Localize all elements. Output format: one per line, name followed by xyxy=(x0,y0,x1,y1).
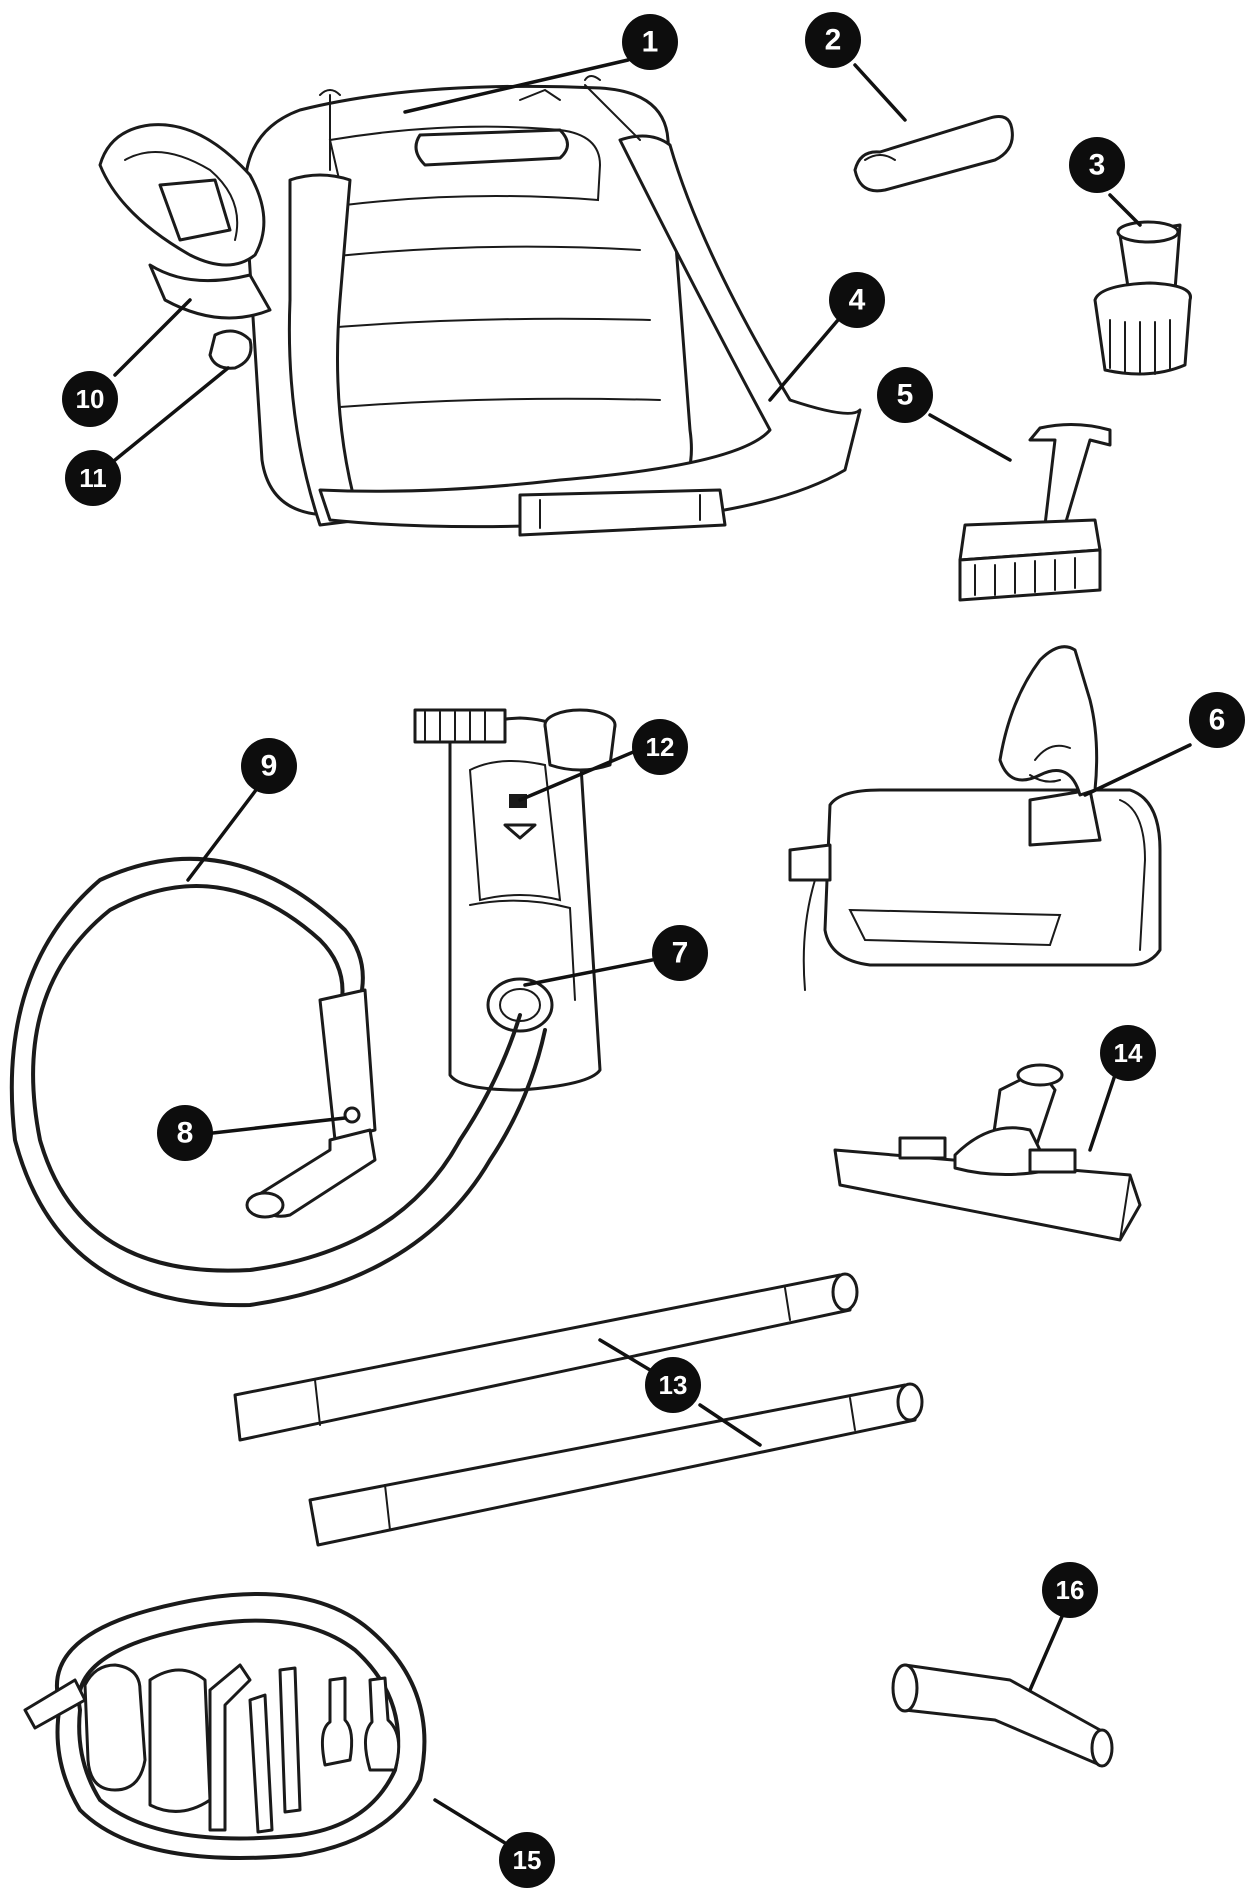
upholstery-tool xyxy=(958,422,1112,602)
callout-6: 6 xyxy=(1189,692,1245,748)
callout-9: 9 xyxy=(241,738,297,794)
svg-text:8: 8 xyxy=(177,1117,194,1150)
callout-13: 13 xyxy=(645,1357,701,1413)
svg-text:3: 3 xyxy=(1089,149,1106,182)
canister-hose-inlet xyxy=(98,123,272,370)
callout-15: 15 xyxy=(499,1832,555,1888)
callout-10: 10 xyxy=(62,371,118,427)
callout-4: 4 xyxy=(829,272,885,328)
callout-14: 14 xyxy=(1100,1025,1156,1081)
leader-line-5 xyxy=(928,413,1012,462)
callout-11: 11 xyxy=(65,450,121,506)
accessory-kit xyxy=(23,1592,427,1860)
leader-lines xyxy=(113,58,1192,1848)
callout-7: 7 xyxy=(652,925,708,981)
callout-5: 5 xyxy=(877,367,933,423)
leader-line-7 xyxy=(523,958,654,987)
floor-nozzle xyxy=(833,1063,1142,1242)
leader-line-14 xyxy=(1088,1073,1117,1152)
callout-2: 2 xyxy=(805,12,861,68)
canister-side-view xyxy=(788,645,1162,991)
svg-text:14: 14 xyxy=(1114,1038,1143,1068)
leader-line-8 xyxy=(193,1116,347,1137)
vacuum-canister xyxy=(243,84,693,517)
svg-text:10: 10 xyxy=(76,384,105,414)
svg-text:6: 6 xyxy=(1209,704,1226,737)
svg-text:15: 15 xyxy=(513,1845,542,1875)
leader-line-16 xyxy=(1028,1610,1066,1692)
callout-16: 16 xyxy=(1042,1562,1098,1618)
leader-line-15 xyxy=(433,1798,512,1848)
svg-text:11: 11 xyxy=(79,463,107,493)
svg-text:1: 1 xyxy=(642,26,659,59)
crevice-tool xyxy=(853,115,1014,193)
extension-wands xyxy=(233,1272,924,1547)
callout-3: 3 xyxy=(1069,137,1125,193)
svg-text:16: 16 xyxy=(1056,1575,1085,1605)
svg-text:12: 12 xyxy=(646,732,675,762)
leader-line-13b xyxy=(698,1403,762,1447)
svg-text:7: 7 xyxy=(672,937,689,970)
leader-line-9 xyxy=(186,788,258,882)
leader-line-4 xyxy=(768,318,840,402)
leader-line-6 xyxy=(1083,743,1192,797)
leader-line-12 xyxy=(518,748,640,802)
flexible-hose xyxy=(9,856,547,1308)
svg-text:9: 9 xyxy=(261,750,278,783)
dusting-brush xyxy=(1093,220,1192,376)
svg-text:13: 13 xyxy=(659,1370,688,1400)
callout-8: 8 xyxy=(157,1105,213,1161)
callout-1: 1 xyxy=(622,14,678,70)
callouts: 1 2 3 4 5 6 7 8 9 10 11 12 13 14 15 16 xyxy=(62,12,1245,1888)
leader-line-10 xyxy=(113,298,192,377)
svg-text:2: 2 xyxy=(825,24,842,57)
leader-line-3 xyxy=(1108,193,1142,227)
leader-line-13a xyxy=(598,1338,652,1372)
curved-wand xyxy=(891,1663,1114,1768)
callout-12: 12 xyxy=(632,719,688,775)
shoulder-strap xyxy=(287,75,862,537)
svg-text:5: 5 xyxy=(897,379,914,412)
leader-line-1 xyxy=(403,58,630,114)
handheld-unit xyxy=(413,708,617,1092)
leader-line-11 xyxy=(113,366,230,462)
svg-text:4: 4 xyxy=(849,284,866,317)
leader-line-2 xyxy=(853,63,907,122)
